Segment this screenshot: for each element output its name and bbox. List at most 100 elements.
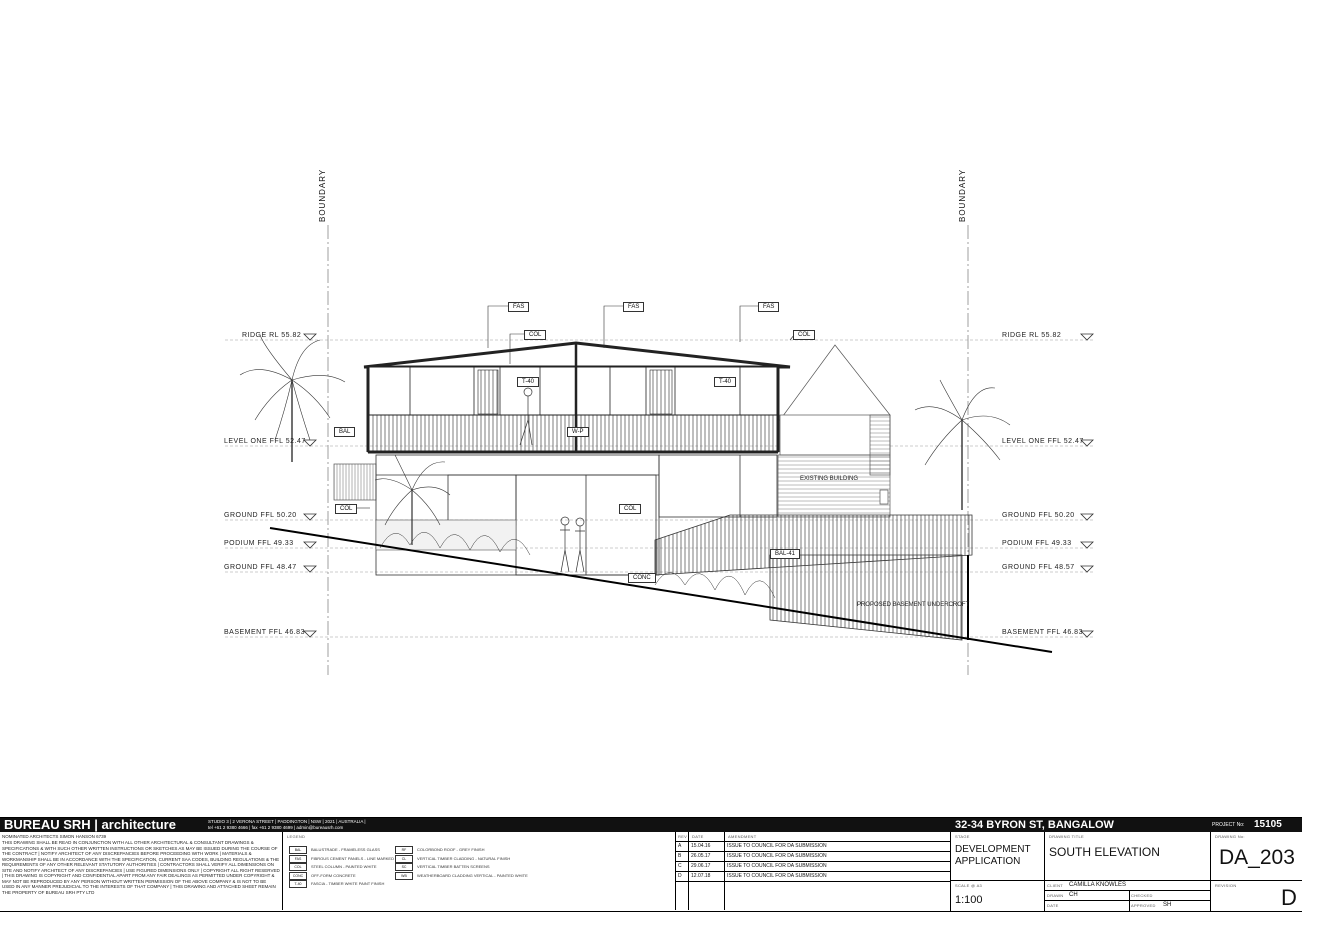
existing-building xyxy=(777,344,891,518)
scale-box: SCALE @ A3 1:100 xyxy=(950,880,1045,911)
revision-row: C 29.06.17 ISSUE TO COUNCIL FOR DA SUBMISS… xyxy=(676,862,951,872)
revision-amendment: ISSUE TO COUNCIL FOR DA SUBMISSION xyxy=(727,873,827,879)
firm-contact: tel +61 2 9380 4666 | fax +61 2 9380 469… xyxy=(208,825,344,830)
title-block-header-bar xyxy=(0,818,950,832)
drawing-no: DA_203 xyxy=(1219,846,1295,869)
revision-date: 26.05.17 xyxy=(691,853,711,859)
tag-bal-41: BAL-41 xyxy=(770,549,801,559)
level-label-podium: PODIUM FFL 49.33 xyxy=(224,540,294,547)
legend-code: T-40 xyxy=(289,880,307,888)
revision-amendment: ISSUE TO COUNCIL FOR DA SUBMISSION xyxy=(727,863,827,869)
approved-value: SH xyxy=(1163,902,1172,908)
note-proposed-basement: PROPOSED BASEMENT UNDERCROFT xyxy=(857,602,970,608)
stage-value: DEVELOPMENT APPLICATION xyxy=(955,844,1031,867)
legend-item: FAS FIBROUS CEMENT PANELS - LINE MARKED xyxy=(289,854,394,863)
tag-conc: CONC xyxy=(628,573,656,583)
legend-title: LEGEND xyxy=(287,834,306,839)
legend-text: FIBROUS CEMENT PANELS - LINE MARKED xyxy=(311,855,394,861)
level-label-podium-right: PODIUM FFL 49.33 xyxy=(1002,540,1072,547)
level-label-ground-right: GROUND FFL 50.20 xyxy=(1002,512,1075,519)
drawing-title-box: DRAWING TITLE SOUTH ELEVATION xyxy=(1045,832,1210,880)
stage-box: STAGE DEVELOPMENT APPLICATION xyxy=(950,832,1045,880)
legend-text: OFF-FORM CONCRETE xyxy=(311,872,356,878)
revision-rev: D xyxy=(678,873,682,879)
left-fence xyxy=(333,463,377,501)
title-block: BUREAU SRH | architecture STUDIO 3 | 2 V… xyxy=(0,817,1302,912)
disclaimer-text: THIS DRAWING SHALL BE READ IN CONJUNCTIO… xyxy=(2,840,280,895)
legend-item: T-40 FASCIA - TIMBER WHITE PAINT FINISH xyxy=(289,880,389,888)
level-label-level-one-right: LEVEL ONE FFL 52.47 xyxy=(1002,438,1084,445)
ground-floor xyxy=(375,454,778,576)
tag-bal: BAL xyxy=(334,427,356,437)
rev-col-header: REV xyxy=(678,834,688,839)
shrubs xyxy=(379,532,776,599)
revision-label: REVISION xyxy=(1215,883,1237,888)
level-label-level-one: LEVEL ONE FFL 52.47 xyxy=(224,438,306,445)
level-label-ground-lower: GROUND FFL 48.47 xyxy=(224,564,297,571)
natural-ground-line xyxy=(269,527,1053,653)
legend-code: FAS xyxy=(289,854,307,863)
revision-amendment: ISSUE TO COUNCIL FOR DA SUBMISSION xyxy=(727,853,827,859)
revision-date: 12.07.18 xyxy=(691,873,711,879)
revision-rev: A xyxy=(678,843,682,849)
legend-item: COL STEEL COLUMN - PAINTED WHITE xyxy=(289,863,389,871)
approved-label: APPROVED xyxy=(1131,903,1156,908)
drawn-value: CH xyxy=(1069,892,1078,898)
level-markers xyxy=(303,333,1094,638)
drawing-title-label: DRAWING TITLE xyxy=(1049,834,1085,839)
boundary-label-left: BOUNDARY xyxy=(318,168,327,222)
revision-row: D 12.07.18 ISSUE TO COUNCIL FOR DA SUBMISS… xyxy=(676,872,951,882)
palm-tree-centre xyxy=(374,454,451,545)
level-label-ground-lower-right: GROUND FFL 48.57 xyxy=(1002,564,1075,571)
tag-col: COL xyxy=(793,330,816,340)
tag-leaders xyxy=(355,305,796,509)
drawing-no-box: DRAWING No: DA_203 xyxy=(1210,832,1302,880)
revision-row: B 26.05.17 ISSUE TO COUNCIL FOR DA SUBMISS… xyxy=(676,852,951,862)
firm-address: STUDIO 3 | 2 VERONA STREET | PADDINGTON … xyxy=(208,819,366,824)
revision-date: 15.04.16 xyxy=(691,843,711,849)
podium-front xyxy=(375,519,517,551)
palm-tree-right xyxy=(914,379,1011,510)
legend-code: COL xyxy=(289,863,307,871)
tag-col: COL xyxy=(619,504,642,514)
legend-code: RF xyxy=(395,846,413,854)
level-label-basement: BASEMENT FFL 46.83 xyxy=(224,629,305,636)
drawing-no-label: DRAWING No: xyxy=(1215,834,1245,839)
project-no-label: PROJECT No: xyxy=(1212,822,1245,828)
note-existing-building: EXISTING BUILDING xyxy=(800,476,859,482)
legend-code: SC xyxy=(395,863,413,871)
legend-text: FASCIA - TIMBER WHITE PAINT FINISH xyxy=(311,881,385,886)
level-label-ridge: RIDGE RL 55.82 xyxy=(242,332,302,339)
project-no: 15105 xyxy=(1254,819,1282,830)
revision-date: 29.06.17 xyxy=(691,863,711,869)
date-label: DATE xyxy=(1047,903,1059,908)
legend-text: COLORBOND ROOF - GREY FINISH xyxy=(417,847,485,852)
revision-value: D xyxy=(1281,885,1297,910)
drawn-label: DRAWN xyxy=(1047,893,1064,898)
legend-code: BAL xyxy=(289,846,307,854)
client-value: CAMILLA KNOWLES xyxy=(1069,882,1127,888)
project-title: 32-34 BYRON ST, BANGALOW xyxy=(955,819,1114,831)
tag-t40: T-40 xyxy=(714,377,737,387)
revision-rev: C xyxy=(678,863,682,869)
legend-code: WB xyxy=(395,871,413,880)
revision-header-row: REV DATE AMENDMENT xyxy=(676,832,951,842)
legend-code: CL xyxy=(395,854,413,863)
level-label-ridge-right: RIDGE RL 55.82 xyxy=(1002,332,1062,339)
revision-rev: B xyxy=(678,853,682,859)
people-figures xyxy=(519,387,585,573)
date-col-header: DATE xyxy=(692,834,704,839)
legend-text: STEEL COLUMN - PAINTED WHITE xyxy=(311,864,377,869)
revision-box: REVISION D xyxy=(1210,880,1302,911)
stage-label: STAGE xyxy=(955,834,970,839)
legend-item: RF COLORBOND ROOF - GREY FINISH xyxy=(395,846,515,854)
drawing-title: SOUTH ELEVATION xyxy=(1049,845,1160,859)
scale-label: SCALE @ A3 xyxy=(955,883,983,888)
palm-tree-left xyxy=(239,334,346,462)
project-header-bar xyxy=(950,818,1302,832)
